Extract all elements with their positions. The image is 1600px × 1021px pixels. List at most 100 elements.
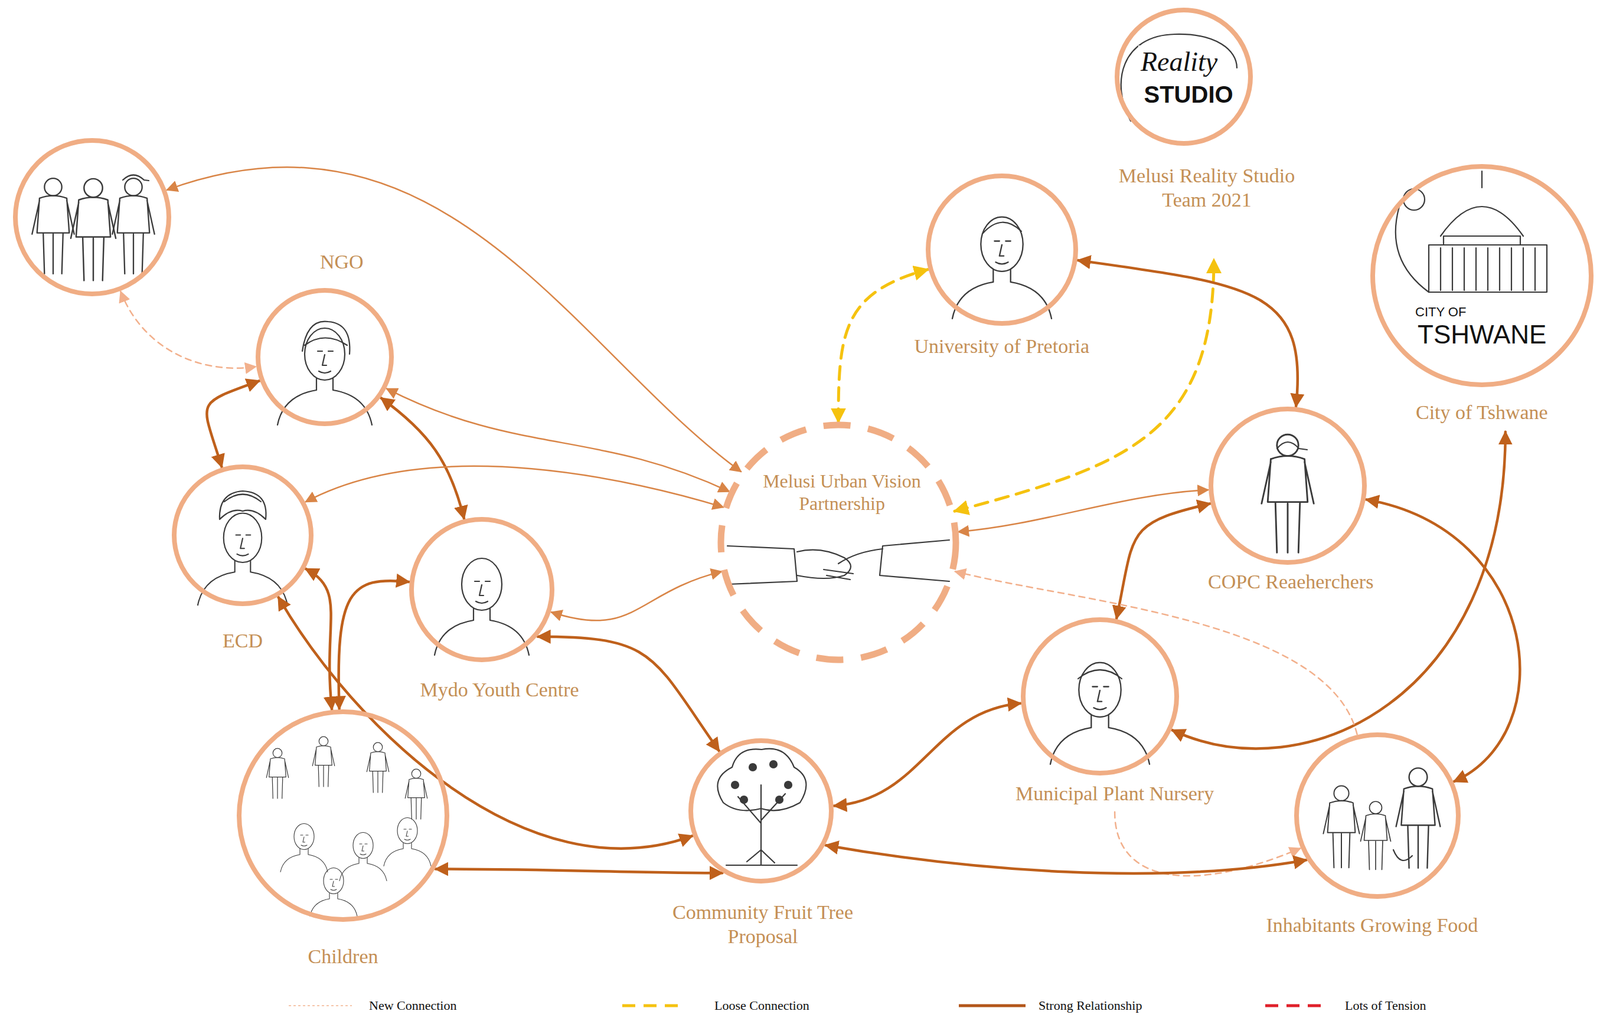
circle-outline — [12, 137, 172, 297]
legend-line — [622, 1004, 684, 1008]
ecd-sketch-part — [219, 491, 267, 520]
stakeholder-node: RealitySTUDIOMelusi Reality Studio Team … — [1114, 7, 1254, 147]
stakeholder-node: COPC Reaeherchers — [1207, 406, 1368, 566]
nursery-sketch-part — [1050, 663, 1150, 765]
circle-outline-shape — [174, 467, 312, 604]
connector — [1078, 260, 1298, 407]
circle-outline-shape — [1296, 735, 1459, 897]
logo-text: TSHWANE — [1415, 319, 1549, 351]
university-sketch-part — [952, 217, 1052, 319]
node-label: COPC Reaeherchers — [1205, 570, 1376, 595]
connector — [386, 389, 730, 492]
node-label: Children — [305, 945, 381, 970]
connector — [305, 569, 332, 710]
circle-outline-shape — [1372, 166, 1592, 385]
ecd-sketch-part — [197, 513, 288, 606]
logo-text: STUDIO — [1141, 80, 1236, 109]
circle-outline — [255, 287, 395, 427]
circle-outline-shape — [1023, 619, 1177, 774]
circle-outline-shape — [720, 425, 956, 661]
legend-text: Loose Connection — [714, 998, 810, 1014]
logo-text: CITY OF — [1412, 304, 1469, 320]
legend-text: Lots of Tension — [1344, 998, 1426, 1014]
copc-sketch-part — [1277, 442, 1308, 450]
stakeholder-node: Melusi Urban Vision Partnership — [717, 422, 959, 664]
sketches — [31, 34, 1547, 917]
connector — [1366, 499, 1520, 782]
circle-outline — [717, 422, 959, 664]
inhabitants-sketch-part — [1396, 768, 1441, 868]
reality-swirl-part — [1121, 34, 1237, 122]
ngo-sketch — [277, 321, 372, 426]
connector — [958, 490, 1208, 532]
handshake-sketch-part — [797, 550, 851, 579]
connector — [338, 580, 410, 710]
connector — [305, 466, 724, 508]
connector — [120, 291, 256, 369]
stakeholder-node: Children — [236, 709, 450, 923]
circle-outline — [925, 172, 1079, 327]
nursery-sketch-part — [1078, 670, 1122, 679]
connector — [1116, 503, 1210, 619]
handshake-sketch-part — [823, 549, 883, 580]
tshwane-building-part — [1395, 206, 1429, 293]
circle-outline-shape — [15, 140, 169, 295]
node-label: City of Tshwane — [1413, 400, 1551, 426]
stakeholder-node: University of Pretoria — [925, 172, 1079, 327]
mydo-sketch — [434, 558, 530, 656]
people-sketch-part — [112, 178, 155, 274]
fruit-tree-sketch-part — [726, 850, 798, 866]
tshwane-building-part — [1440, 171, 1524, 237]
legend-line — [958, 1004, 1026, 1008]
mydo-sketch-part — [434, 558, 530, 656]
circle-outline-shape — [1117, 10, 1251, 144]
handshake-sketch-part — [727, 546, 798, 585]
handshake-sketch — [727, 540, 950, 585]
legend-line — [1265, 1004, 1327, 1008]
node-label: Municipal Plant Nursery — [1013, 782, 1217, 807]
circle-outline — [687, 738, 835, 885]
ngo-sketch-part — [302, 321, 350, 355]
fruit-dots-part — [731, 781, 739, 789]
copc-sketch-part — [1261, 434, 1314, 553]
node-label: Mydo Youth Centre — [418, 678, 582, 703]
tshwane-building-part — [1428, 245, 1547, 293]
connector — [206, 380, 260, 468]
people-sketch — [31, 175, 155, 282]
fruit-dots-part — [769, 761, 777, 769]
connector — [1171, 432, 1505, 750]
ngo-sketch-part — [277, 328, 372, 426]
tshwane-building-part — [1440, 247, 1536, 291]
connector — [167, 167, 741, 472]
circle-outline — [171, 464, 315, 607]
children-sketch-part — [312, 736, 335, 788]
people-sketch-part — [70, 178, 116, 281]
legend-sample — [958, 1002, 1026, 1010]
university-sketch — [952, 217, 1052, 319]
fruit-tree-sketch-part — [717, 749, 806, 812]
legend-sample — [288, 1002, 352, 1010]
inhabitants-sketch-part — [1323, 786, 1360, 869]
stakeholder-node — [12, 137, 172, 297]
children-sketch-part — [405, 769, 427, 820]
fruit-dots-part — [740, 796, 748, 804]
node-label: ECD — [220, 629, 266, 654]
stakeholder-node: Community Fruit Tree Proposal — [687, 738, 835, 885]
university-sketch-part — [983, 222, 1022, 234]
legend-line — [288, 1005, 352, 1007]
fruit-dots-part — [749, 763, 757, 772]
reality-swirl — [1121, 34, 1237, 122]
legend-sample — [622, 1002, 684, 1010]
children-sketch — [266, 736, 431, 917]
inhabitants-sketch-part — [1360, 801, 1391, 871]
legend-text: Strong Relationship — [1038, 998, 1142, 1014]
children-sketch-part — [383, 818, 431, 867]
tshwane-building-part — [1443, 236, 1521, 246]
node-label: Community Fruit Tree Proposal — [656, 900, 870, 950]
circle-outline-shape — [258, 290, 392, 424]
fruit-dots-part — [784, 781, 792, 789]
circle-outline-shape — [411, 519, 553, 661]
logo-text: Melusi Urban Vision Partnership — [756, 469, 928, 516]
legend-text: New Connection — [369, 998, 457, 1014]
